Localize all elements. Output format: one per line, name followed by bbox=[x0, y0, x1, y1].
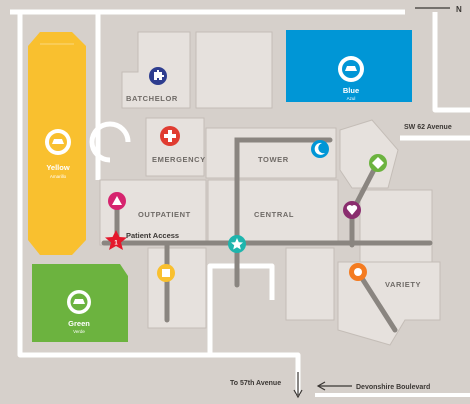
blue-sub: Azul bbox=[347, 96, 356, 101]
puzzle-icon[interactable] bbox=[149, 67, 167, 85]
marker-number: 1 bbox=[114, 241, 118, 247]
star-icon[interactable] bbox=[228, 235, 246, 253]
moon-icon[interactable] bbox=[311, 140, 329, 158]
yellow-badge bbox=[45, 129, 71, 155]
road-south-loop bbox=[207, 263, 275, 355]
square-icon[interactable] bbox=[157, 264, 175, 282]
green-badge bbox=[67, 290, 91, 314]
arrow-devonshire-icon bbox=[316, 381, 352, 391]
road-roundabout bbox=[89, 121, 131, 163]
building-south-b bbox=[285, 247, 335, 321]
blue-name: Blue bbox=[343, 86, 359, 95]
arrow-to57-icon bbox=[293, 372, 303, 399]
building-annex bbox=[195, 31, 273, 109]
building-south-a bbox=[147, 247, 207, 329]
compass: N bbox=[415, 5, 462, 14]
patient-access-marker[interactable]: 1 bbox=[105, 230, 127, 250]
label-central: CENTRAL bbox=[254, 210, 294, 219]
label-outpatient: OUTPATIENT bbox=[138, 210, 191, 219]
road-label-to57: To 57th Avenue bbox=[230, 380, 281, 387]
diamond-icon[interactable] bbox=[369, 154, 387, 172]
blue-badge bbox=[338, 56, 364, 82]
circle-icon[interactable] bbox=[349, 263, 367, 281]
label-variety: VARIETY bbox=[385, 280, 421, 289]
star-marker-icon bbox=[105, 230, 127, 250]
patient-access-label: Patient Access bbox=[126, 231, 179, 240]
building-tower-wing bbox=[339, 119, 399, 189]
green-sub: Verde bbox=[73, 329, 85, 334]
label-emergency: EMERGENCY bbox=[152, 155, 206, 164]
label-batchelor: BATCHELOR bbox=[126, 94, 178, 103]
label-tower: TOWER bbox=[258, 155, 289, 164]
heart-icon[interactable] bbox=[343, 201, 361, 219]
green-name: Green bbox=[68, 319, 90, 328]
yellow-name: Yellow bbox=[46, 163, 70, 172]
building-east-block bbox=[359, 189, 433, 263]
triangle-icon[interactable] bbox=[108, 192, 126, 210]
road-label-sw62: SW 62 Avenue bbox=[404, 124, 452, 131]
corridor-tower bbox=[234, 137, 333, 246]
cross-icon[interactable] bbox=[160, 126, 180, 146]
building-emergency bbox=[145, 117, 205, 177]
compass-label: N bbox=[456, 5, 462, 14]
yellow-sub: Amarillo bbox=[50, 174, 67, 179]
road-label-devonshire: Devonshire Boulevard bbox=[356, 384, 430, 391]
road-east-top bbox=[432, 12, 470, 113]
corridor-variety bbox=[355, 269, 398, 333]
